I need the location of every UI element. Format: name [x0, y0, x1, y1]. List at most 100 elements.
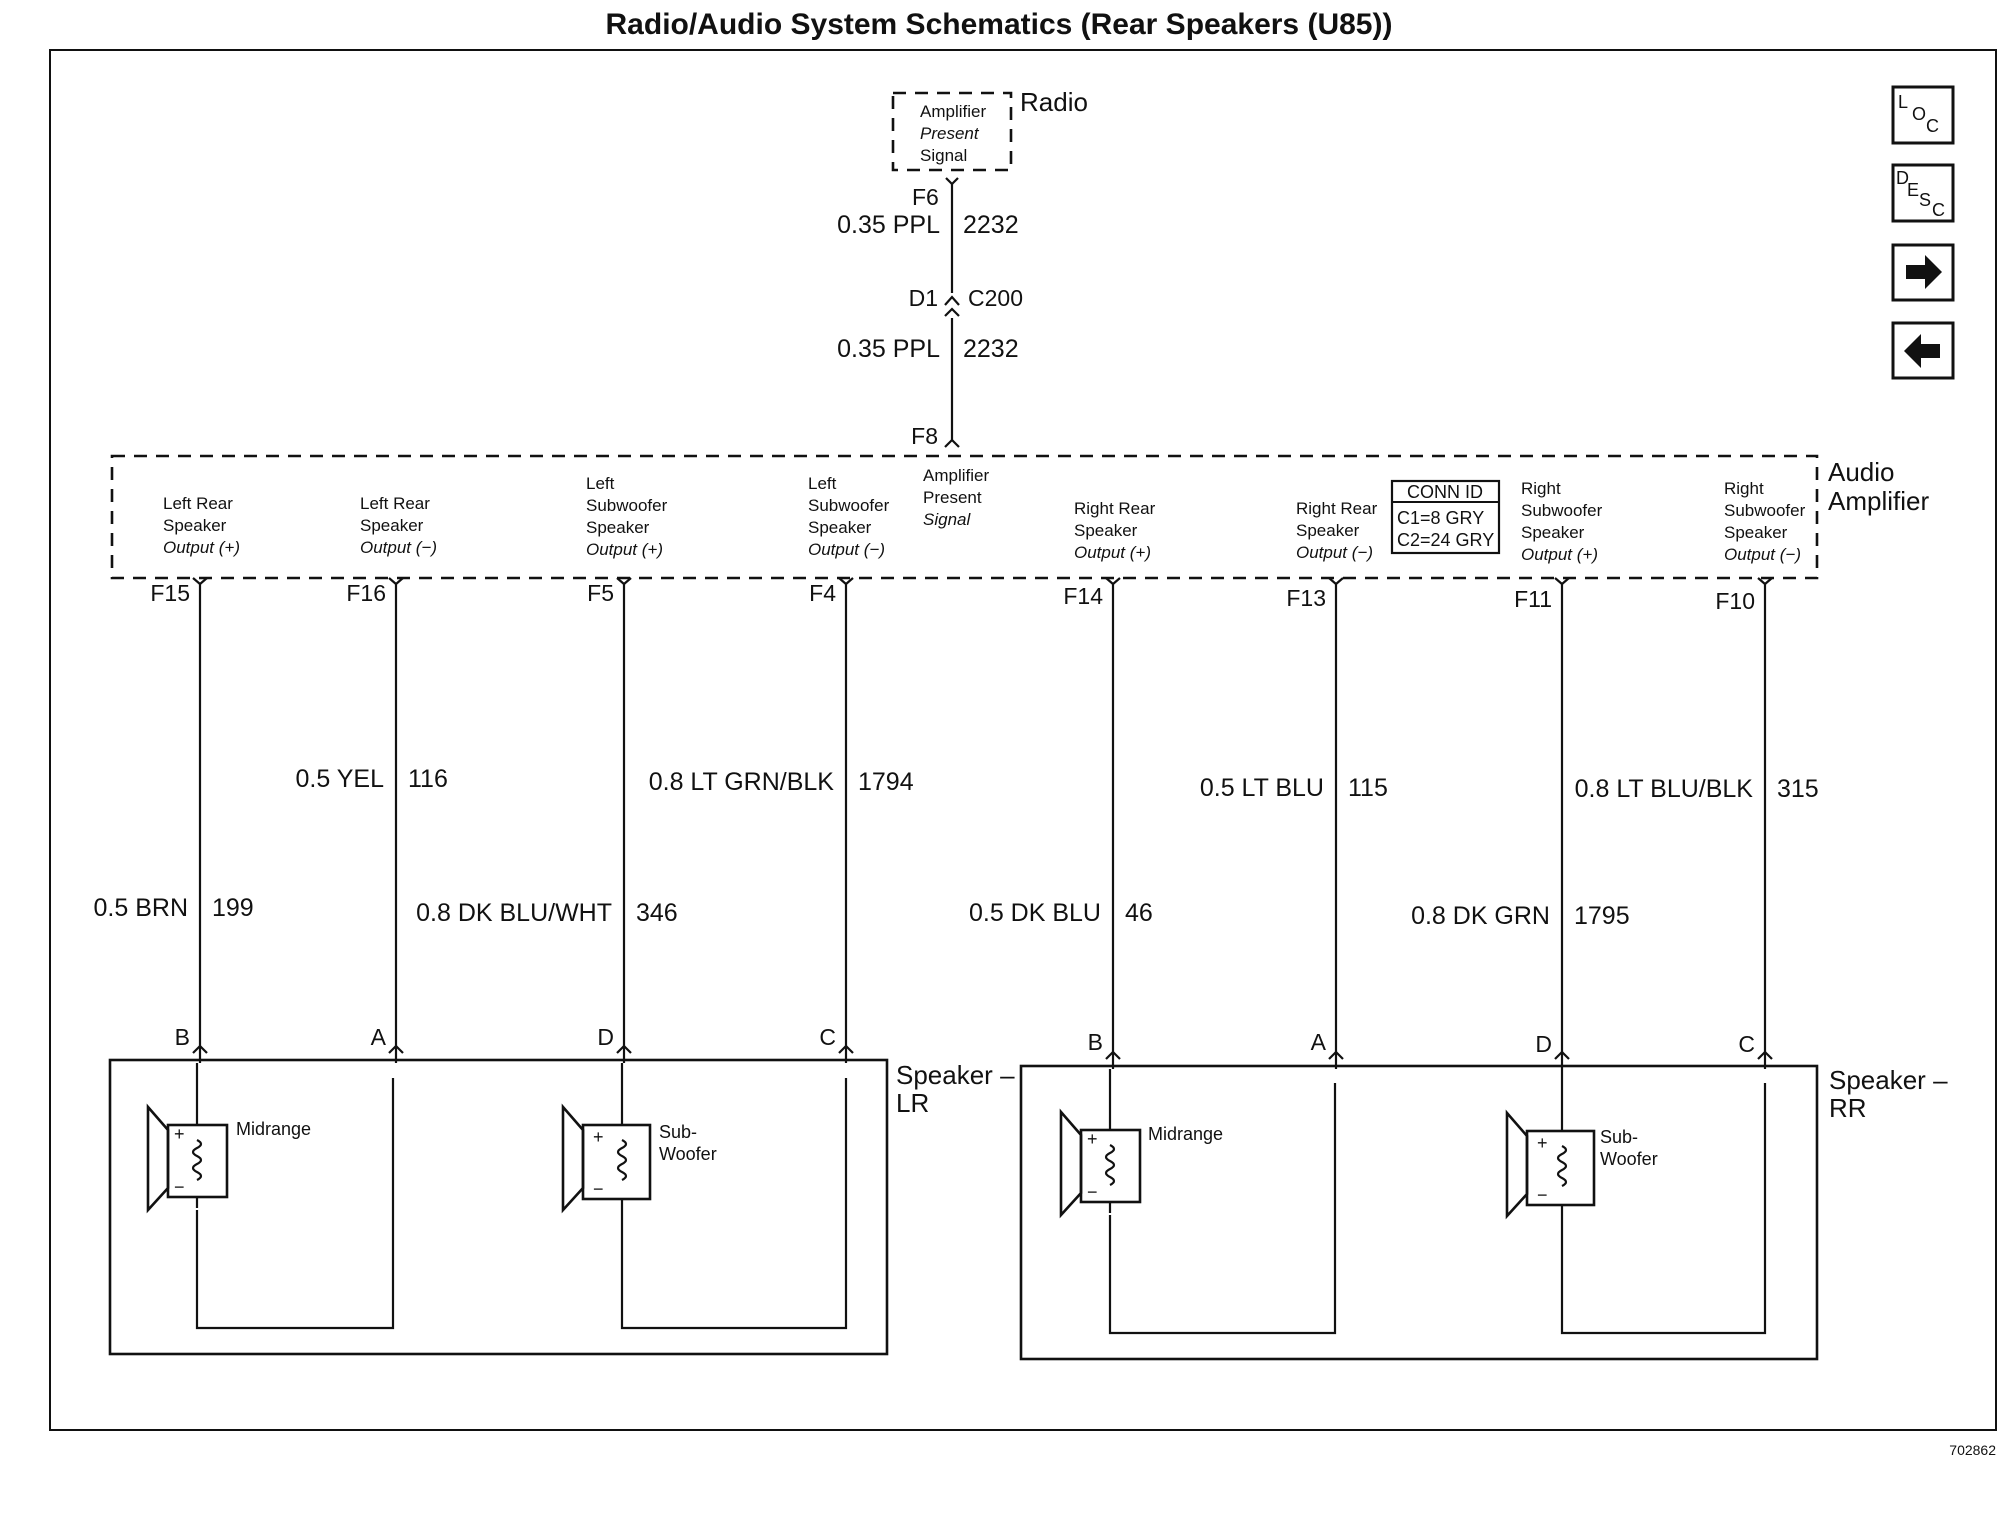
loc-letter-o: O: [1912, 104, 1926, 124]
amp-wire-gauge-color: 0.35 PPL: [837, 335, 940, 363]
subwoofer-coil-box: [581, 1123, 652, 1201]
amp-pin-label: F10: [1715, 588, 1755, 614]
speaker-lr-subwoofer-loop: [620, 1078, 848, 1330]
wire-circuit-number: 346: [636, 899, 678, 927]
radio-pin-label: F6: [912, 184, 939, 210]
speaker-pin-label: C: [1738, 1031, 1755, 1057]
amp-pin-label: F15: [150, 580, 190, 606]
amp-pin-mark: [1105, 577, 1121, 586]
loc-button[interactable]: L O C: [1891, 85, 1955, 145]
amp-pin-mark: [838, 577, 854, 586]
page-title: Radio/Audio System Schematics (Rear Spea…: [605, 8, 1393, 41]
amp-output-label-line: Speaker: [360, 516, 424, 535]
desc-letter-e: E: [1907, 180, 1919, 200]
subwoofer-plus: +: [593, 1127, 604, 1147]
radio-label: Radio: [1020, 87, 1088, 117]
diagram-frame: [49, 49, 1997, 1431]
c200-connector-mark: [944, 295, 960, 317]
desc-letter-c: C: [1932, 200, 1945, 220]
loc-button-frame[interactable]: [1891, 85, 1955, 145]
wire-gauge-color: 0.5 DK BLU: [969, 899, 1101, 927]
radio-signal-line3: Signal: [920, 146, 967, 165]
wire-circuit-number: 1794: [858, 768, 914, 796]
amp-output-label-line: Speaker: [1724, 523, 1788, 542]
wire-circuit-number: 46: [1125, 899, 1153, 927]
subwoofer-minus: −: [1537, 1185, 1548, 1205]
conn-id-header: CONN ID: [1407, 482, 1483, 502]
amp-output-label-line: Output (+): [1074, 543, 1151, 562]
wire-gauge-color: 0.8 DK BLU/WHT: [416, 899, 612, 927]
audio-amplifier: Audio Amplifier Amplifier Present Signal…: [110, 454, 1929, 580]
midrange-cone-icon: [146, 1103, 170, 1214]
amp-output-label-line: Output (−): [1724, 545, 1801, 564]
subwoofer-cone-icon: [1505, 1109, 1529, 1220]
wire-circuit-number: 116: [408, 765, 448, 793]
amp-pin-mark: [616, 577, 632, 586]
amp-present-signal-line1: Amplifier: [923, 466, 989, 485]
speaker-pin-label: D: [597, 1024, 614, 1050]
radio-dashed-box: [891, 91, 1013, 172]
speaker-lr-midrange-loop: [195, 1078, 395, 1330]
radio-wire-gauge-color: 0.35 PPL: [837, 211, 940, 239]
subwoofer-label-line2: Woofer: [1600, 1149, 1658, 1169]
subwoofer-cone-icon: [561, 1103, 585, 1214]
wire-circuit-number: 115: [1348, 774, 1388, 802]
speaker-pin-label: A: [371, 1024, 387, 1050]
forward-button[interactable]: [1891, 243, 1955, 302]
conn-id-border: [1390, 479, 1501, 555]
amp-output-label-line: Output (+): [586, 540, 663, 559]
amp-pin-label: F11: [1514, 586, 1552, 612]
amp-output-label-line: Output (−): [808, 540, 885, 559]
midrange-minus: −: [1087, 1182, 1098, 1202]
amp-output-label-line: Output (−): [1296, 543, 1373, 562]
loc-letter-c: C: [1926, 116, 1939, 136]
amp-output-label-line: Speaker: [1521, 523, 1585, 542]
amp-wire-circuit: 2232: [963, 335, 1019, 363]
amp-output-label-line: Output (+): [1521, 545, 1598, 564]
amp-pin-mark: [388, 577, 404, 586]
amp-output-label-line: Left: [808, 474, 837, 493]
radio-signal-line1: Amplifier: [920, 102, 986, 121]
amp-pin-label: F4: [809, 580, 836, 606]
speaker-lr: Speaker – LR + − Midrange + − Sub- Woofe…: [108, 1058, 1015, 1356]
amp-present-pin-label: F8: [911, 423, 938, 449]
amp-output-label-line: Speaker: [1296, 521, 1360, 540]
desc-button-frame[interactable]: [1891, 163, 1955, 223]
amp-output-label-line: Subwoofer: [1521, 501, 1603, 520]
amplifier-label-line2: Amplifier: [1828, 486, 1929, 516]
desc-button[interactable]: D E S C: [1891, 163, 1955, 223]
wire-gauge-color: 0.5 BRN: [94, 894, 188, 922]
amp-output-label-line: Right: [1521, 479, 1561, 498]
speaker-lr-label-line2: LR: [896, 1088, 929, 1118]
conn-id-table: CONN ID C1=8 GRY C2=24 GRY: [1390, 479, 1501, 555]
speaker-rr-midrange-loop: [1108, 1083, 1337, 1335]
back-button[interactable]: [1891, 321, 1955, 380]
subwoofer-label-line1: Sub-: [1600, 1127, 1638, 1147]
midrange-plus: +: [174, 1124, 185, 1144]
arrow-left-icon: [1904, 334, 1940, 368]
speaker-lr-label-line1: Speaker –: [896, 1060, 1015, 1090]
amp-output-label-line: Right Rear: [1296, 499, 1378, 518]
speaker-rr-subwoofer-loop: [1560, 1083, 1767, 1335]
wire-circuit-number: 315: [1777, 775, 1819, 803]
wire-gauge-color: 0.8 DK GRN: [1411, 902, 1550, 930]
amp-output-label-line: Speaker: [163, 516, 227, 535]
amp-output-label-line: Subwoofer: [586, 496, 668, 515]
amp-pin-mark: [1328, 577, 1344, 586]
subwoofer-minus: −: [593, 1179, 604, 1199]
speaker-rr: Speaker – RR + − Midrange + − Sub- Woofe…: [1019, 1064, 1948, 1361]
amp-output-label-line: Right: [1724, 479, 1764, 498]
speaker-lr-box: [108, 1058, 889, 1356]
